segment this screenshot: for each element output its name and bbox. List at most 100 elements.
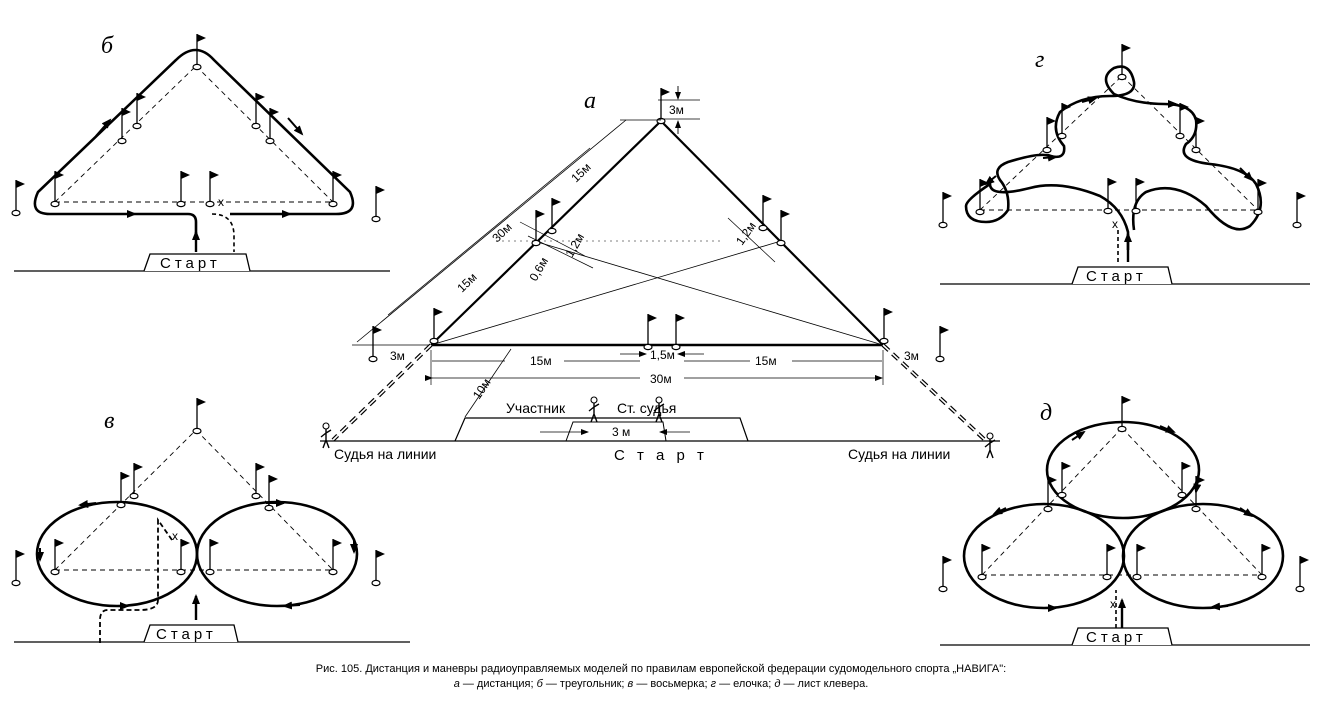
flag (1292, 191, 1307, 229)
dim-pedestal-3m: 3 м (612, 425, 630, 439)
label-chief-judge: Ст. судья (617, 400, 676, 416)
flag-gate-right (776, 209, 791, 247)
flag (1132, 543, 1147, 581)
caption-text-v: — восьмерка; (636, 678, 708, 690)
flag (1042, 116, 1057, 154)
dim-15m-upper: 15м (568, 160, 593, 185)
dim-line-15m (387, 147, 591, 316)
panel-a-letter: а (584, 88, 596, 114)
svg-text:x: x (218, 195, 224, 209)
figure-caption: Рис. 105. Дистанция и маневры радиоуправ… (0, 662, 1322, 692)
flag-gate-left (531, 209, 546, 247)
caption-key-v: в (627, 678, 634, 690)
loop-left (35, 500, 199, 608)
start-label-b: Старт (160, 255, 221, 272)
flag (1257, 543, 1272, 581)
loop-left (962, 502, 1126, 610)
start-label-g: Старт (1086, 268, 1147, 285)
flag (129, 462, 144, 500)
flag-right-outer (935, 325, 950, 363)
dim-top-3m: 3м (669, 103, 684, 117)
line-judge-right-figure (984, 432, 996, 459)
dim-base-15m-right: 15м (755, 354, 777, 368)
flag (371, 185, 386, 223)
svg-text:x: x (172, 529, 178, 543)
flag (1057, 102, 1072, 140)
dim-30m: 30м (489, 220, 514, 245)
start-box (1071, 266, 1173, 285)
flag (1102, 543, 1117, 581)
flag (938, 191, 953, 229)
start-box (1071, 627, 1173, 646)
loop-top (1045, 420, 1201, 520)
dim-line-30m (356, 119, 627, 343)
flag (1295, 555, 1310, 593)
route-path (964, 65, 1263, 250)
flag (50, 538, 65, 576)
svg-text:x: x (1112, 217, 1118, 231)
panel-v-letter: в (104, 408, 114, 434)
caption-key-a: а (453, 678, 460, 690)
panel-v-figure-eight: в x Старт (11, 397, 410, 645)
label-line-judge-left: Судья на линии (334, 446, 436, 462)
caption-key-d: д (774, 678, 781, 690)
dim-left-3m: 3м (390, 349, 405, 363)
flag-gate-right (758, 194, 773, 232)
flag (1191, 475, 1206, 513)
panel-b-letter: б (101, 33, 114, 59)
svg-text:x: x (1110, 597, 1116, 611)
flag (192, 397, 207, 435)
flag-right-corner (879, 307, 894, 345)
label-participant: Участник (506, 400, 566, 416)
caption-line-1: Рис. 105. Дистанция и маневры радиоуправ… (315, 663, 1007, 675)
flag (328, 538, 343, 576)
triangle-left-side (430, 120, 662, 346)
dim-base-1-5m: 1,5м (650, 348, 675, 362)
flag (176, 170, 191, 208)
caption-text-b: — треугольник; (545, 678, 625, 690)
panel-b-triangle: б x Старт (11, 33, 390, 272)
loop-right (1121, 502, 1285, 610)
flag (1117, 395, 1132, 433)
dim-0-6m: 0,6м (526, 255, 551, 284)
panel-d-cloverleaf: д x Старт (938, 395, 1310, 646)
panel-g-letter: г (1035, 47, 1044, 73)
flag (938, 555, 953, 593)
panel-g-herringbone: г x Старт (938, 43, 1310, 285)
start-label-a: С т а р т (614, 447, 708, 464)
flag (251, 462, 266, 500)
flag (264, 474, 279, 512)
triangle-right-side (660, 120, 884, 346)
flag (371, 549, 386, 587)
flag (11, 179, 26, 217)
flag-left-corner (429, 307, 444, 345)
start-label-v: Старт (156, 626, 217, 643)
flag (977, 543, 992, 581)
caption-key-b: б (536, 678, 543, 690)
start-pedestal (454, 417, 749, 442)
diagonal-line (430, 240, 782, 346)
caption-key-g: г (710, 678, 716, 690)
label-line-judge-right: Судья на линии (848, 446, 950, 462)
caption-text-a: — дистанция; (462, 678, 534, 690)
caption-text-g: — елочка; (719, 678, 772, 690)
caption-text-d: — лист клевера. (783, 678, 869, 690)
dim-base-15m-left: 15м (530, 354, 552, 368)
start-label-d: Старт (1086, 629, 1147, 646)
dim-right-3m: 3м (904, 349, 919, 363)
flag-gate-left (547, 197, 562, 235)
diagonal-line (533, 240, 884, 346)
dim-base-30m: 30м (650, 372, 672, 386)
panel-a-distance: а 3м 30м 15м 15м (320, 86, 1000, 464)
dim-15m-lower: 15м (454, 270, 479, 295)
caption-line-2: а — дистанция; б — треугольник; в — вось… (0, 677, 1322, 692)
start-box (143, 253, 251, 272)
flag (205, 538, 220, 576)
start-box (143, 624, 239, 643)
flag (1057, 461, 1072, 499)
flag (328, 170, 343, 208)
flag (11, 549, 26, 587)
flag (176, 538, 191, 576)
line-judge-left-figure (320, 422, 332, 449)
